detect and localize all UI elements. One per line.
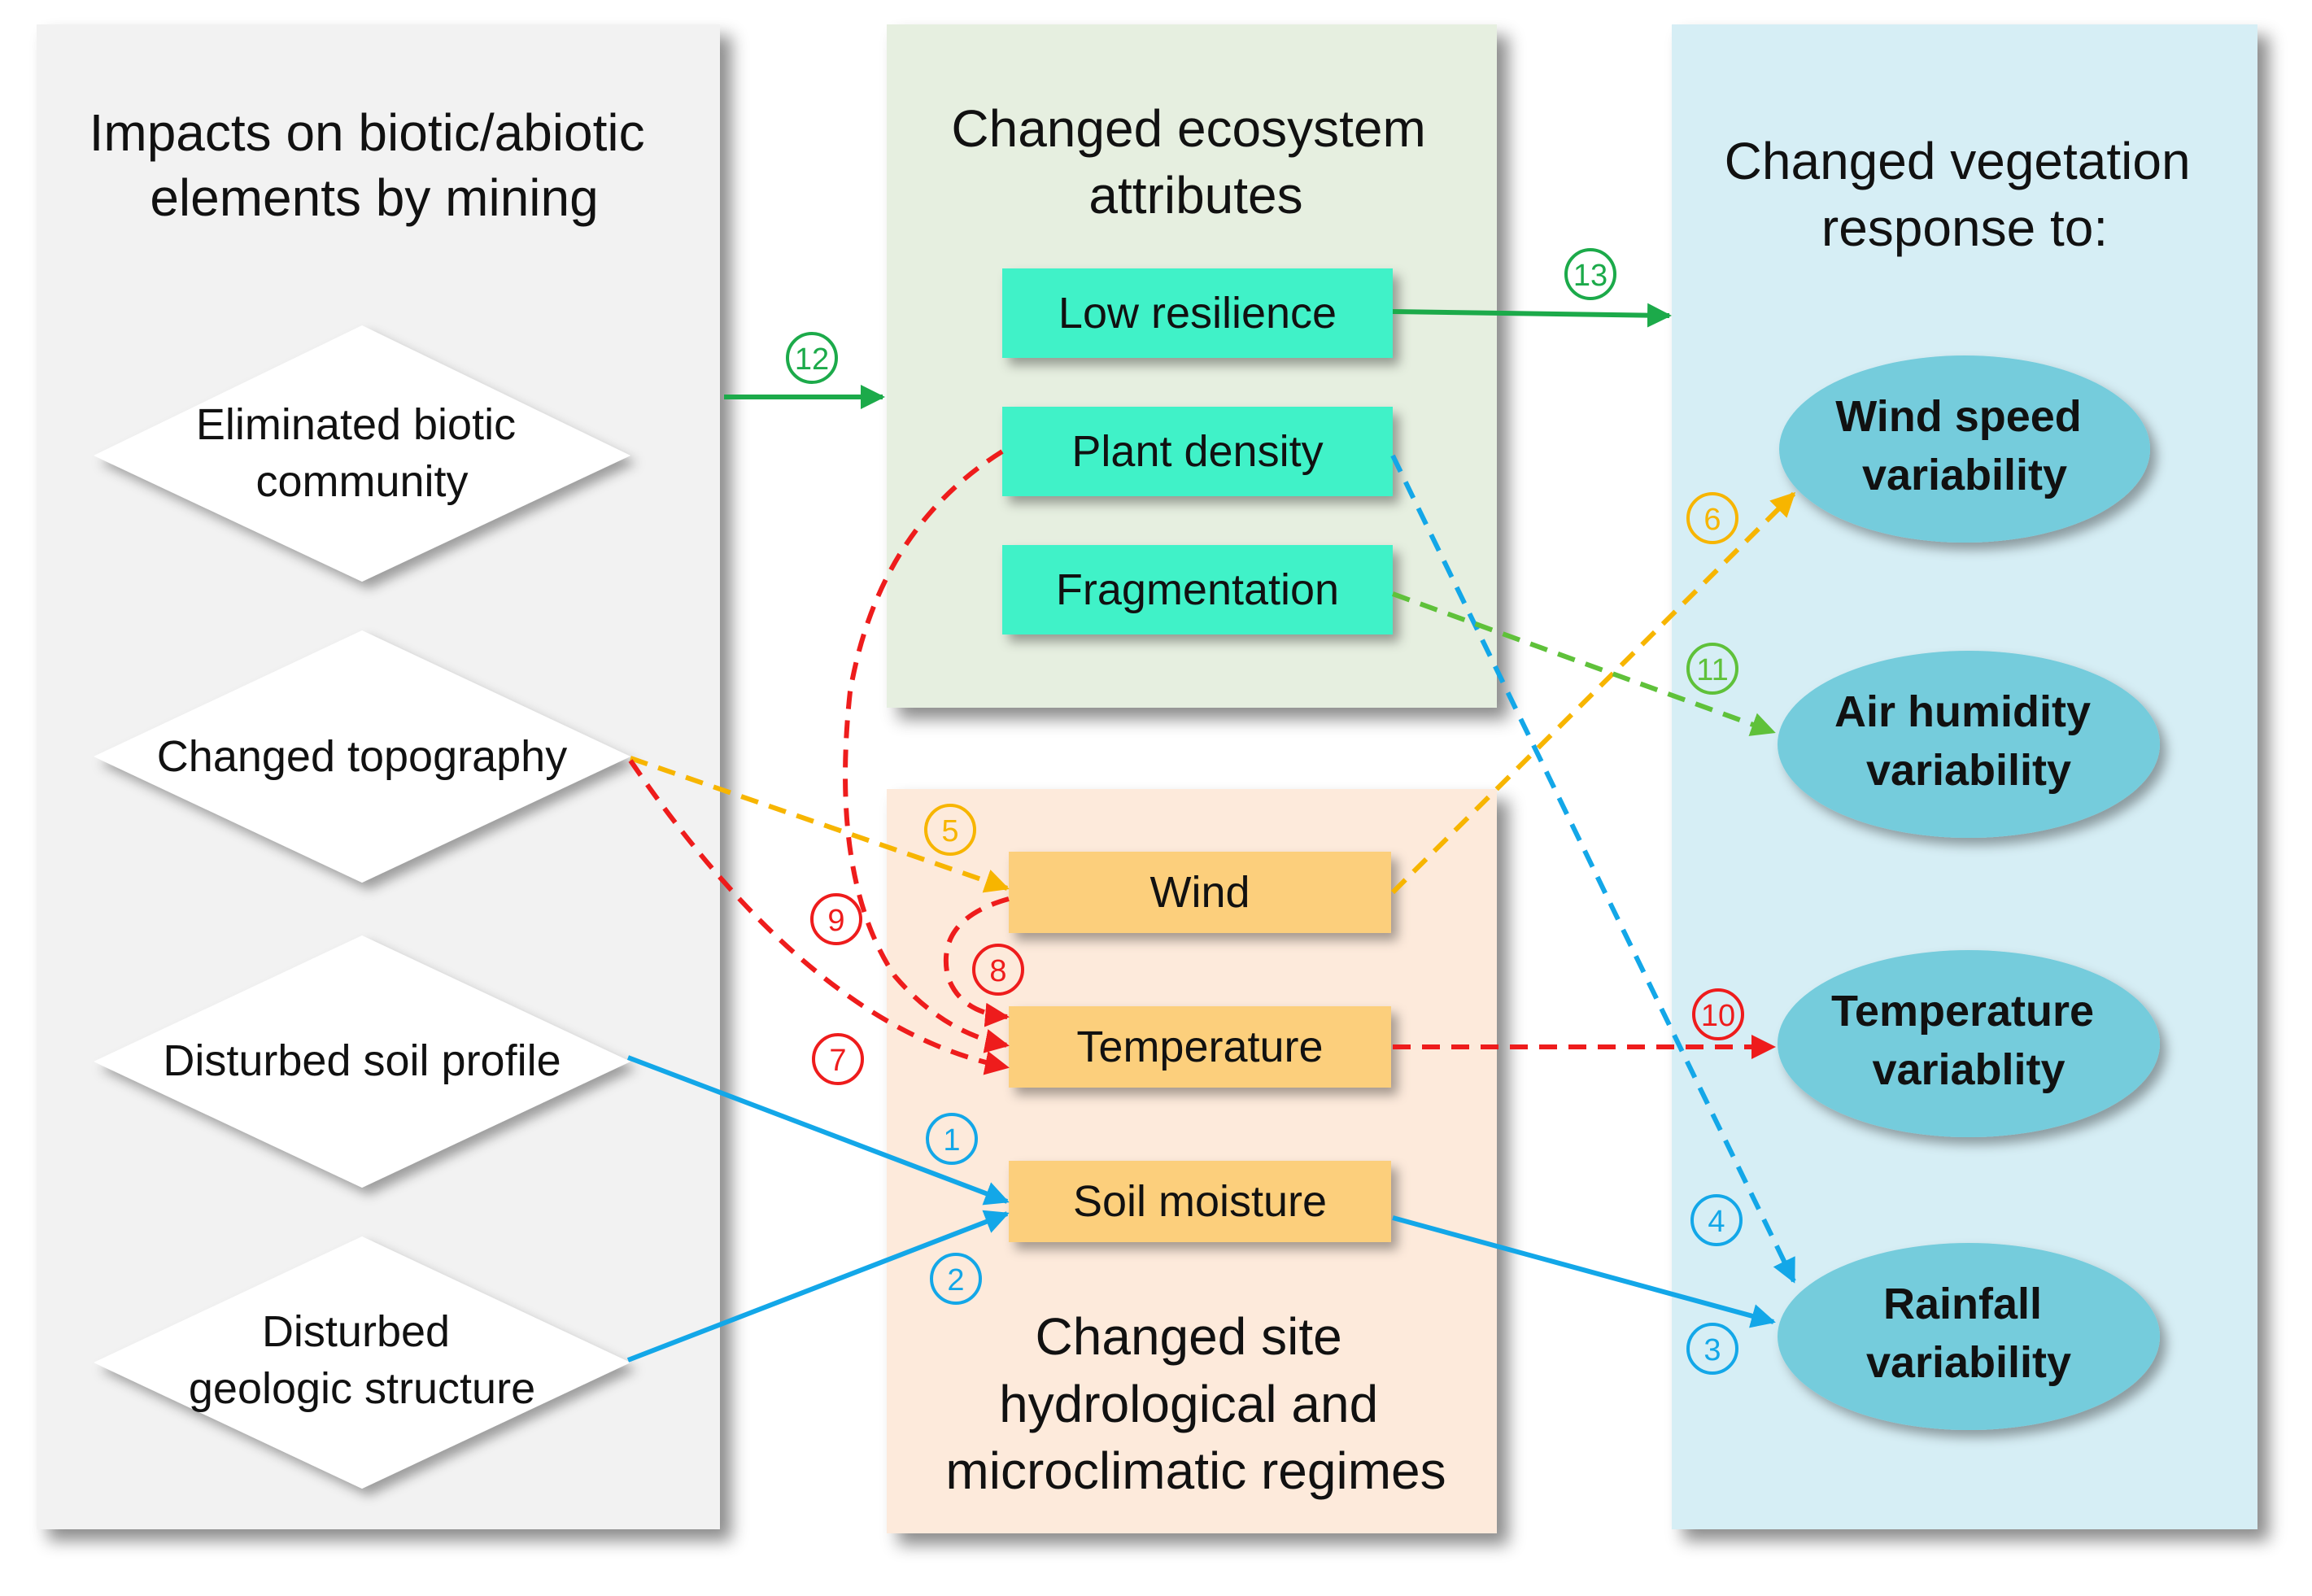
attribute-label: Low resilience — [1058, 289, 1337, 338]
panel-ecosystem-title: Changed ecosystem attributes — [951, 99, 1440, 225]
arrow-4-plant-density-to-rainfall — [1390, 454, 1796, 1284]
attribute-plant-density: Plant density — [1002, 407, 1393, 496]
response-ellipse — [1779, 355, 2150, 543]
attribute-box — [1002, 268, 1393, 358]
svg-text:2: 2 — [947, 1263, 964, 1297]
link-number-13: 13 — [1564, 248, 1616, 300]
impact-label: Disturbed geologic structure — [189, 1307, 535, 1413]
attribute-fragmentation: Fragmentation — [1002, 545, 1393, 634]
svg-text:10: 10 — [1701, 999, 1735, 1033]
link-number-12: 12 — [786, 332, 838, 384]
regime-label: Wind — [1149, 868, 1250, 917]
link-number-8: 8 — [972, 944, 1024, 996]
response-ellipse — [1778, 651, 2160, 838]
link-number-1: 1 — [926, 1113, 978, 1165]
regime-label: Temperature — [1076, 1023, 1323, 1071]
impact-eliminated-biotic-community: Eliminated biotic community — [94, 325, 630, 582]
attribute-label: Plant density — [1071, 427, 1323, 476]
link-number-2: 2 — [930, 1253, 982, 1305]
svg-text:7: 7 — [829, 1044, 846, 1078]
response-ellipse — [1778, 950, 2160, 1137]
link-number-5: 5 — [924, 804, 976, 856]
impact-diamond — [94, 1236, 630, 1489]
response-temperature: Temperature variablity — [1778, 950, 2160, 1137]
impact-label: Disturbed soil profile — [163, 1036, 561, 1085]
response-rainfall: Rainfall variability — [1778, 1243, 2160, 1430]
response-label: Rainfall variability — [1866, 1280, 2071, 1387]
attribute-box — [1002, 407, 1393, 496]
svg-text:9: 9 — [827, 904, 844, 938]
link-number-9: 9 — [810, 893, 862, 945]
link-number-11: 11 — [1686, 643, 1738, 695]
arrow-2-geologic-to-soil-moisture — [626, 1210, 1010, 1363]
svg-text:3: 3 — [1703, 1333, 1721, 1367]
svg-text:6: 6 — [1703, 503, 1721, 537]
svg-text:4: 4 — [1708, 1205, 1725, 1239]
arrow-9-plant-density-to-temperature — [843, 449, 1010, 1053]
svg-text:11: 11 — [1696, 653, 1728, 687]
arrow-1-soil-profile-to-soil-moisture — [626, 1055, 1010, 1206]
regime-wind: Wind — [1009, 852, 1391, 933]
impact-diamond — [94, 935, 630, 1188]
regime-label: Soil moisture — [1073, 1177, 1327, 1226]
link-number-10: 10 — [1692, 988, 1744, 1040]
impact-diamond — [94, 630, 630, 883]
arrow-8-wind-to-temperature — [943, 896, 1010, 1027]
link-number-4: 4 — [1690, 1194, 1743, 1246]
regime-box — [1009, 1161, 1391, 1242]
impact-disturbed-geologic-structure: Disturbed geologic structure — [94, 1236, 630, 1489]
response-label: Temperature variablity — [1831, 987, 2106, 1094]
attribute-label: Fragmentation — [1056, 565, 1339, 614]
panel-site-title: Changed site hydrological and microclima… — [945, 1307, 1446, 1500]
regime-temperature: Temperature — [1009, 1006, 1391, 1088]
panel-vegetation-title: Changed vegetation response to: — [1725, 132, 2205, 257]
regime-soil-moisture: Soil moisture — [1009, 1161, 1391, 1242]
response-wind-speed: Wind speed variability — [1779, 355, 2150, 543]
response-label: Air humidity variability — [1834, 687, 2103, 795]
impact-label: Changed topography — [157, 732, 567, 781]
arrow-7-topography-to-temperature — [628, 759, 1010, 1075]
response-ellipse — [1778, 1243, 2160, 1430]
svg-text:12: 12 — [795, 342, 829, 377]
svg-text:1: 1 — [943, 1123, 960, 1158]
attribute-low-resilience: Low resilience — [1002, 268, 1393, 358]
arrow-5-topography-to-wind — [630, 756, 1010, 893]
link-number-6: 6 — [1686, 492, 1738, 544]
impact-label: Eliminated biotic community — [196, 400, 528, 506]
arrow-13-low-resilience-to-vegetation — [1392, 303, 1672, 328]
response-air-humidity: Air humidity variability — [1778, 651, 2160, 838]
link-number-7: 7 — [812, 1033, 864, 1085]
arrow-3-soil-moisture-to-rainfall — [1392, 1215, 1776, 1328]
arrows — [626, 303, 1796, 1363]
attribute-box — [1002, 545, 1393, 634]
regime-box — [1009, 852, 1391, 933]
impact-disturbed-soil-profile: Disturbed soil profile — [94, 935, 630, 1188]
impact-changed-topography: Changed topography — [94, 630, 630, 883]
svg-text:5: 5 — [941, 814, 958, 848]
response-label: Wind speed variability — [1835, 392, 2094, 499]
panel-vegetation: Changed vegetation response to: — [1672, 24, 2257, 1529]
link-number-3: 3 — [1686, 1323, 1738, 1375]
arrow-6-wind-to-wind-speed — [1390, 491, 1796, 895]
panel-impacts-title: Impacts on biotic/abiotic elements by mi… — [89, 103, 660, 227]
link-numbers: 1 2 3 4 5 6 7 8 — [786, 248, 1744, 1375]
svg-text:8: 8 — [989, 954, 1006, 988]
svg-text:13: 13 — [1573, 259, 1607, 293]
regime-box — [1009, 1006, 1391, 1088]
arrow-11-fragmentation-to-air-humidity — [1391, 591, 1776, 736]
impact-diamond — [94, 325, 630, 582]
